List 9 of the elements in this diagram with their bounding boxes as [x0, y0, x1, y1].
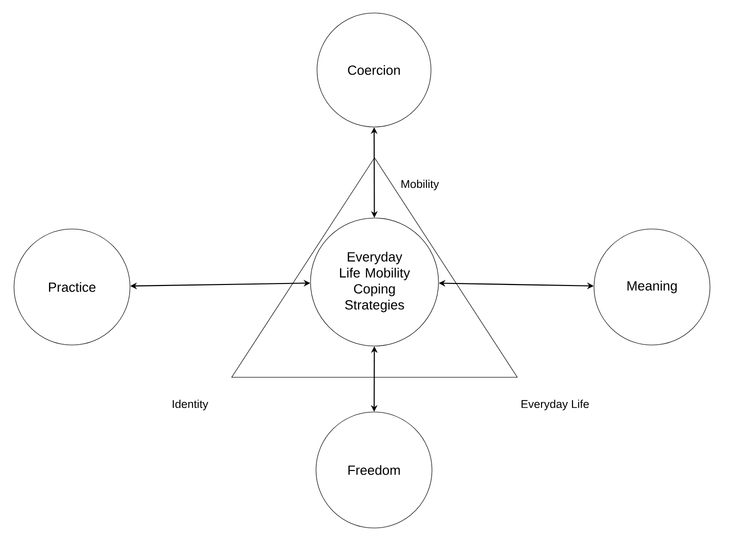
circle-node: Everyday Life Mobility Coping Strategies — [310, 218, 439, 346]
circle-node: Practice — [14, 228, 130, 346]
circle-node: Freedom — [316, 412, 432, 528]
corner-label: Mobility — [402, 180, 439, 190]
corner-label: Identity — [172, 400, 208, 410]
circle-node: Meaning — [594, 228, 710, 346]
circle-node: Coercion — [316, 12, 432, 128]
triangle-shape — [231, 157, 518, 378]
corner-label: Everyday Life — [522, 400, 589, 410]
